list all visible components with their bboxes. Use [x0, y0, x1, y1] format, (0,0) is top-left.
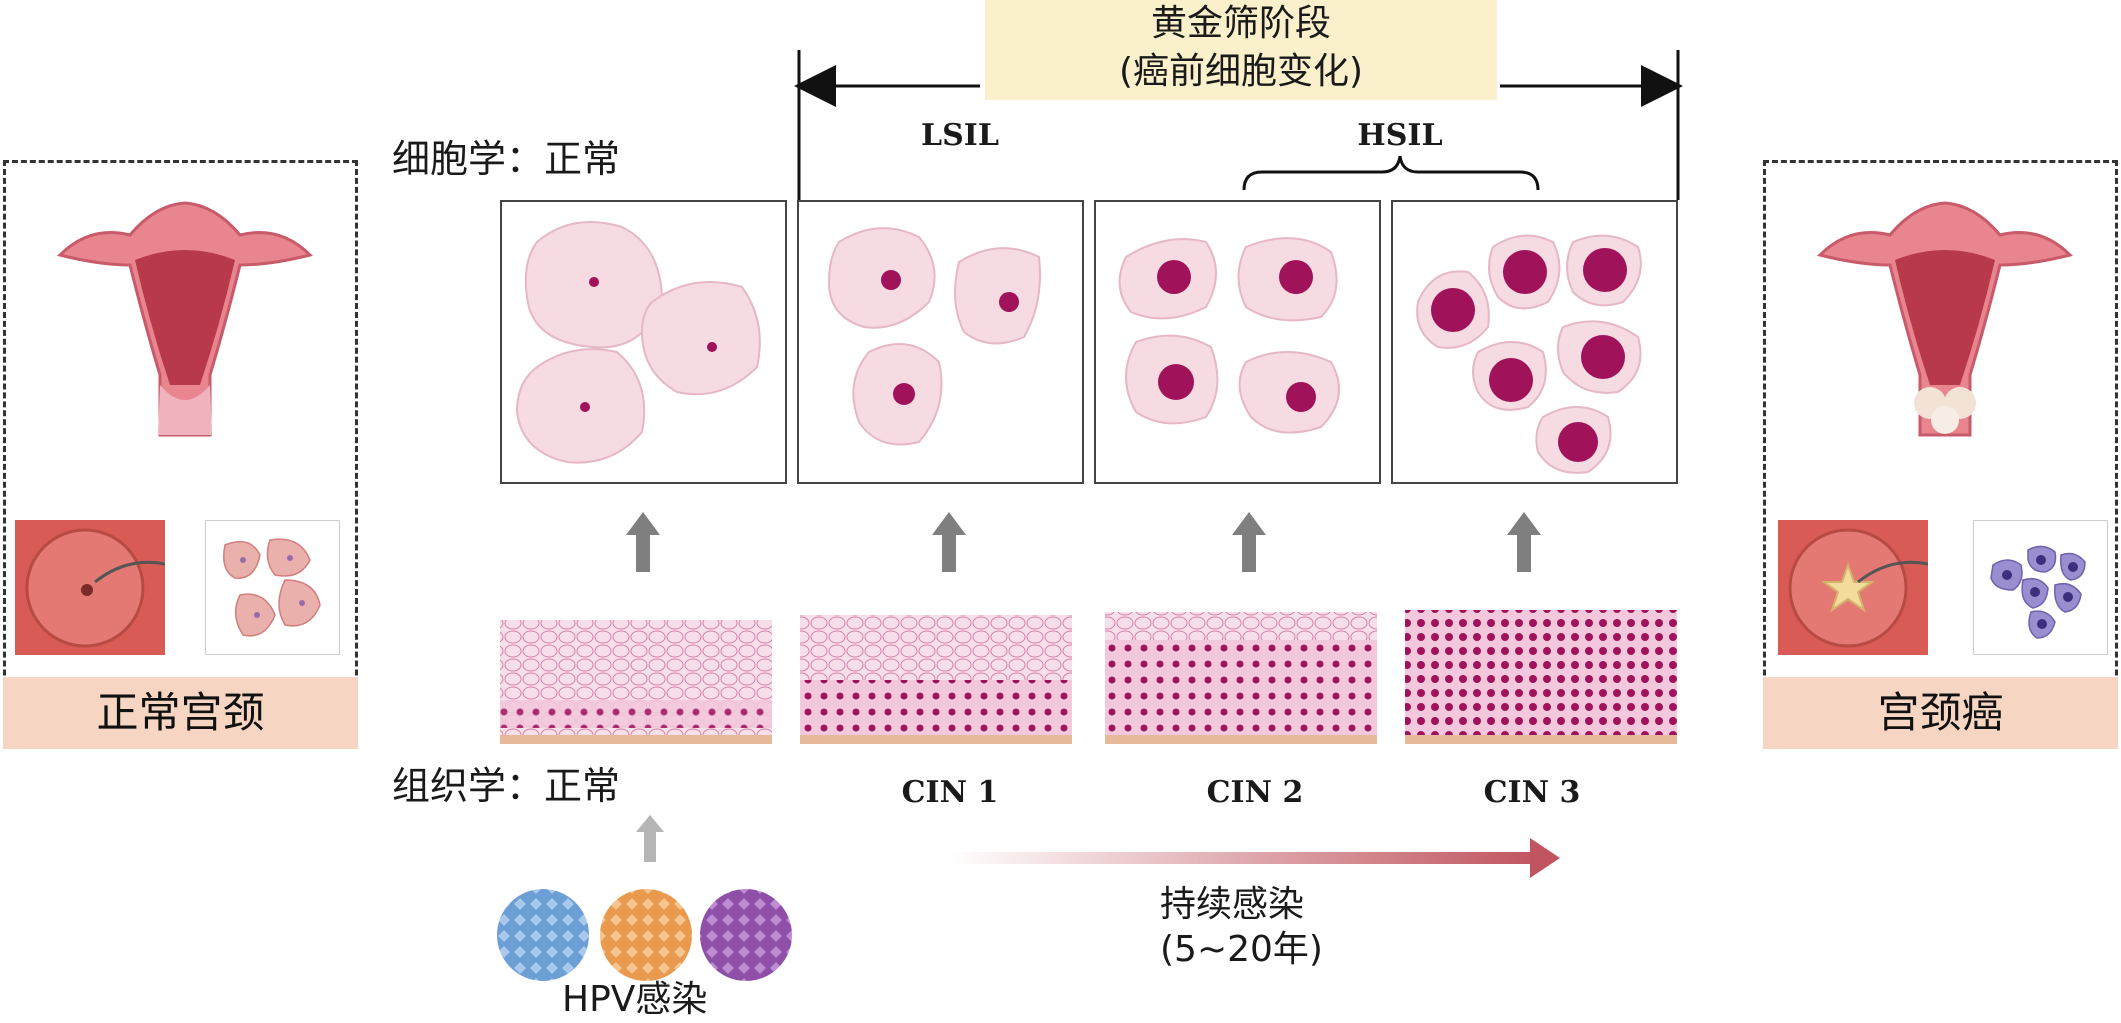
hsil-label: HSIL [1357, 118, 1443, 153]
cytology-label: 细胞学：正常 [392, 137, 621, 181]
cin1-label: CIN 1 [901, 775, 999, 810]
cancer-cervix-illustration [1817, 201, 2073, 437]
tissue-cin2 [1105, 612, 1377, 744]
persistent-infection-line1: 持续感染 [1160, 884, 1305, 925]
golden-screening-title: 黄金筛阶段 [1150, 3, 1331, 44]
cancer-cervix-closeup [1778, 520, 1928, 655]
cin2-cells-illustration [1118, 237, 1340, 434]
tissue-cin1 [800, 615, 1072, 744]
normal-cells-thumbnail [205, 520, 340, 655]
hpv-orange [600, 889, 692, 981]
hpv-purple [700, 889, 792, 981]
left-panel-label: 正常宫颈 [3, 677, 358, 749]
hpv-label: HPV感染 [562, 979, 708, 1020]
cell-panel-cin1 [797, 200, 1084, 484]
cin3-label: CIN 3 [1483, 775, 1581, 810]
right-panel-label: 宫颈癌 [1763, 677, 2118, 749]
cancer-cells-thumbnail [1973, 520, 2108, 655]
cin3-cells-illustration [1416, 234, 1642, 474]
tissue-cin3 [1405, 610, 1677, 744]
tissue-normal [500, 620, 772, 744]
cell-panel-normal [500, 200, 787, 484]
cell-panel-cin2 [1094, 200, 1381, 484]
lsil-label: LSIL [921, 118, 999, 153]
cell-panel-cin3 [1391, 200, 1678, 484]
cin1-cells-illustration [827, 227, 1041, 446]
normal-cervix-closeup [15, 520, 165, 655]
histology-label: 组织学：正常 [392, 764, 621, 808]
golden-screening-banner: 黄金筛阶段 (癌前细胞变化) [985, 0, 1497, 100]
hpv-blue [497, 889, 589, 981]
normal-cervix-illustration [57, 201, 313, 437]
persistent-infection-line2: (5~20年) [1160, 929, 1323, 970]
cin2-label: CIN 2 [1206, 775, 1304, 810]
golden-screening-subtitle: (癌前细胞变化) [1118, 51, 1364, 92]
normal-cells-illustration [515, 221, 761, 464]
